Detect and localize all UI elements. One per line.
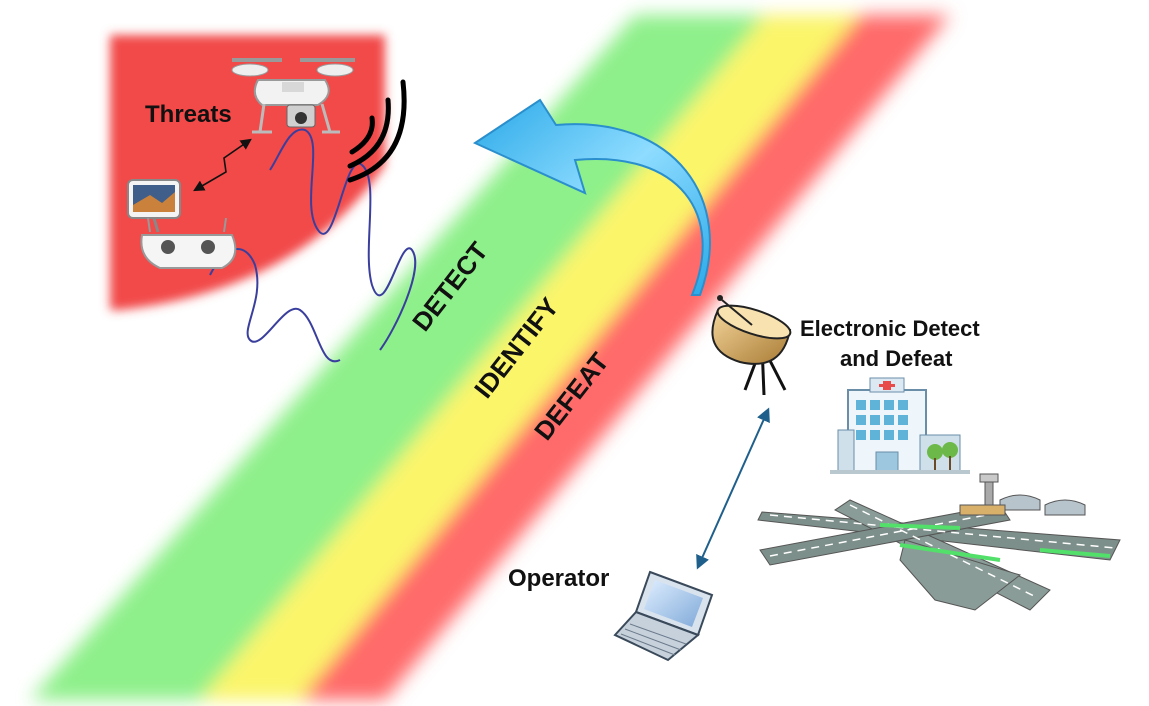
satellite-dish-icon xyxy=(711,295,792,396)
controller-icon xyxy=(127,179,237,269)
electronic-label-line2: and Defeat xyxy=(840,346,953,371)
electronic-defeat-label: Electronic Detect and Defeat xyxy=(800,316,986,371)
signal-wave xyxy=(209,128,417,363)
operator-label: Operator xyxy=(508,565,609,592)
drone-icon xyxy=(231,58,355,134)
laptop-icon xyxy=(613,570,714,662)
signal-arcs-icon xyxy=(347,79,407,183)
curved-arrow xyxy=(472,98,711,296)
hospital-icon xyxy=(830,377,970,474)
control-link-arrow xyxy=(193,138,252,192)
airport-icon xyxy=(757,473,1121,611)
operator-link-arrow xyxy=(696,407,770,570)
electronic-label-line1: Electronic Detect xyxy=(800,316,980,341)
threats-label: Threats xyxy=(145,101,232,128)
defeat-band xyxy=(300,15,950,700)
